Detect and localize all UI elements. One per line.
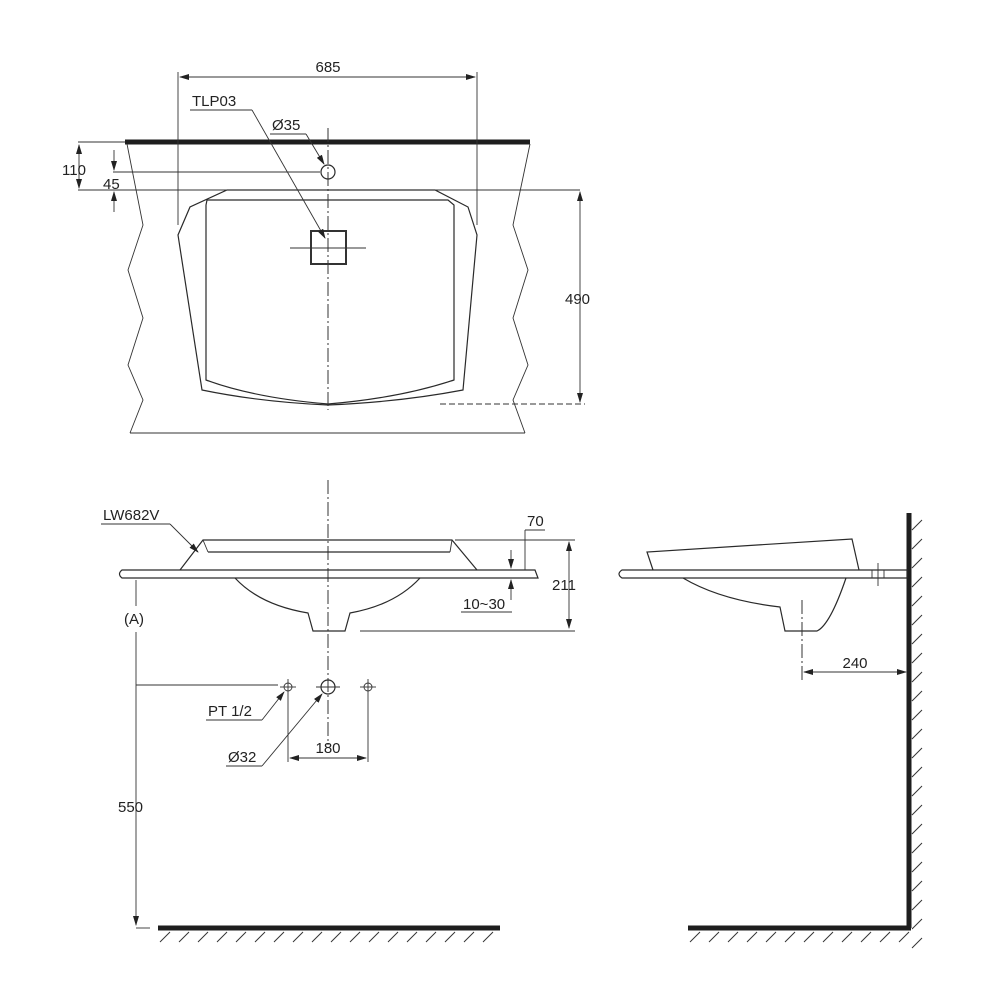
counter-slab (118, 569, 539, 579)
wall-hatch (911, 519, 923, 949)
dim-depth: 490 (565, 291, 590, 308)
dim-rim-height: 70 (527, 513, 544, 530)
dim-supply-spacing: 180 (315, 740, 340, 757)
dim-edge-to-hole: 45 (103, 176, 120, 193)
dim-total-height: 211 (552, 577, 576, 594)
side-view: 240 (618, 513, 923, 949)
basin-rim (179, 539, 478, 571)
basin-bowl (234, 577, 421, 632)
counter-break-right (512, 143, 531, 434)
side-basin-bowl (682, 577, 847, 632)
label-supply-thread: PT 1/2 (208, 703, 252, 720)
side-basin-top (646, 538, 860, 571)
label-drain-diameter: Ø32 (228, 749, 256, 766)
label-faucet-model: TLP03 (192, 93, 236, 110)
side-floor-hatch (689, 931, 910, 943)
floor-hatch (159, 931, 494, 943)
top-view: 685 TLP03 Ø35 110 45 490 (62, 59, 590, 434)
dim-wall-to-drain: 240 (842, 655, 867, 672)
side-counter-slab (618, 569, 908, 579)
dim-overall-width: 685 (315, 59, 340, 76)
dim-edge-to-bowl: 110 (62, 162, 86, 179)
dim-floor-to-supply: 550 (118, 799, 143, 816)
dim-counter-thickness: 10~30 (463, 596, 505, 613)
faucet-hole (320, 164, 336, 180)
label-basin-model: LW682V (103, 507, 159, 524)
counter-break-left (126, 143, 144, 434)
drain-square (310, 230, 347, 265)
label-install-ref: (A) (124, 611, 144, 628)
label-hole-diameter: Ø35 (272, 117, 300, 134)
front-view: LW682V 70 211 10~30 (A) 550 PT 1/2 (101, 480, 576, 943)
